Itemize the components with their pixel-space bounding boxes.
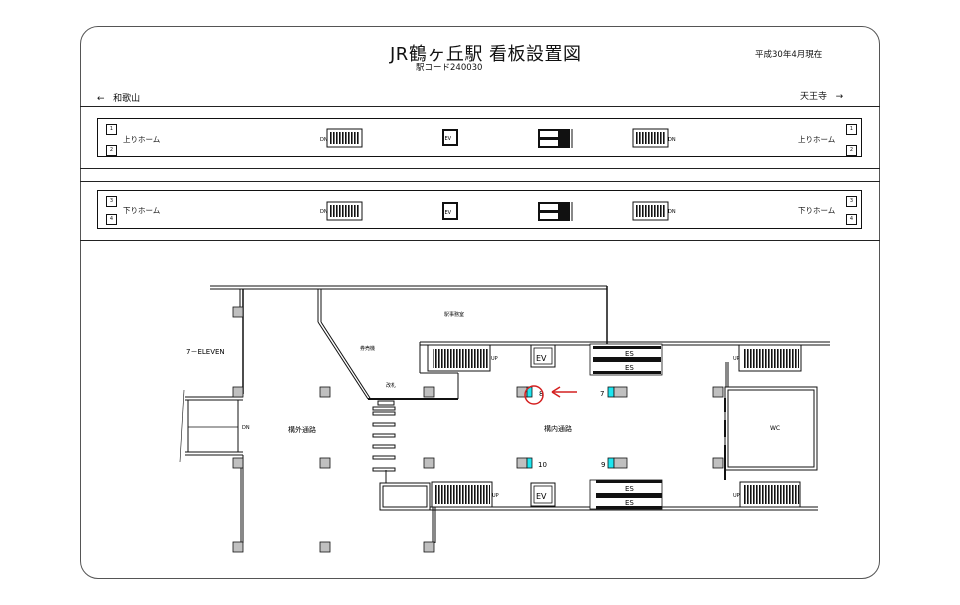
escalator-down-icon: DN bbox=[320, 128, 363, 148]
elevator-icon: EV bbox=[442, 129, 458, 146]
page-title: JR鶴ヶ丘駅 看板設置図 bbox=[390, 44, 582, 65]
track-number: 4 bbox=[846, 214, 857, 225]
divider bbox=[80, 181, 880, 182]
track-number: 2 bbox=[106, 145, 117, 156]
track-number: 3 bbox=[106, 196, 117, 207]
elevator-icon: EV bbox=[530, 482, 556, 507]
restroom-label: WC bbox=[770, 425, 780, 432]
pillar bbox=[319, 457, 331, 469]
up-label: UP bbox=[491, 356, 498, 362]
pillar bbox=[232, 541, 244, 553]
elevator-icon: EV bbox=[530, 344, 556, 368]
dn-label: DN bbox=[668, 137, 676, 143]
track-number: 3 bbox=[846, 196, 857, 207]
es-label: ES bbox=[625, 364, 634, 372]
pillar bbox=[232, 457, 244, 469]
track-number: 4 bbox=[106, 214, 117, 225]
platform-label: 下りホーム bbox=[798, 206, 836, 215]
concourse-walls bbox=[179, 285, 830, 543]
up-label: UP bbox=[492, 493, 499, 499]
sign-number: 8 bbox=[539, 390, 543, 398]
divider bbox=[80, 168, 880, 169]
ev-label: EV bbox=[536, 492, 547, 501]
sign-10[interactable]: 10 bbox=[516, 457, 547, 469]
platform-label: 上りホーム bbox=[123, 135, 161, 144]
escalator-down-icon: DN bbox=[632, 128, 676, 148]
seven-eleven-label: 7－ELEVEN bbox=[186, 348, 225, 356]
pillar bbox=[423, 386, 435, 398]
pillar bbox=[232, 306, 244, 318]
escalator-down-icon: DN bbox=[632, 201, 676, 221]
pillar bbox=[712, 386, 724, 398]
ticket-gate-label: 改札 bbox=[386, 382, 396, 389]
pillar bbox=[319, 386, 331, 398]
platform-up: 1 2 上りホーム 上りホーム 1 2 bbox=[97, 118, 862, 157]
escalator-pair-icon bbox=[538, 129, 573, 148]
highlight-circle bbox=[524, 385, 544, 405]
stairs-up-icon: UP bbox=[431, 481, 499, 508]
direction-right: 天王寺 → bbox=[800, 89, 843, 102]
track-number: 1 bbox=[846, 124, 857, 135]
dn-label: DN bbox=[668, 209, 676, 215]
pillar bbox=[712, 457, 724, 469]
as-of-date: 平成30年4月現在 bbox=[755, 50, 823, 60]
stairs-up-icon: UP bbox=[733, 344, 802, 372]
divider bbox=[80, 106, 880, 107]
drawing-frame bbox=[80, 26, 880, 579]
ticket-machine-label: 券売機 bbox=[360, 345, 375, 352]
divider bbox=[80, 240, 880, 241]
arrow-right-icon: → bbox=[835, 92, 844, 102]
es-label: ES bbox=[625, 499, 634, 507]
es-label: ES bbox=[625, 485, 634, 493]
stairs-up-icon: UP bbox=[427, 344, 498, 372]
sign-number: 9 bbox=[601, 461, 605, 469]
ev-label: EV bbox=[445, 136, 452, 142]
direction-left-label: 和歌山 bbox=[113, 94, 141, 104]
direction-right-label: 天王寺 bbox=[800, 92, 828, 102]
dn-label: DN bbox=[320, 209, 328, 215]
up-label: UP bbox=[733, 493, 740, 499]
pillar bbox=[319, 541, 331, 553]
escalator-pair-icon: ES ES bbox=[589, 479, 663, 510]
escalator-pair-icon bbox=[538, 202, 573, 221]
escalator-pair-icon: ES ES bbox=[589, 343, 663, 376]
escalator-down-icon: DN bbox=[320, 201, 363, 221]
sign-number: 7 bbox=[600, 390, 604, 398]
ev-label: EV bbox=[445, 210, 452, 216]
pillar bbox=[232, 386, 244, 398]
outside-passage-label: 構外通路 bbox=[288, 425, 316, 434]
sign-8[interactable]: 8 bbox=[516, 385, 544, 405]
pillars bbox=[232, 306, 724, 553]
station-code: 駅コード240030 bbox=[416, 63, 483, 73]
sign-7[interactable]: 7 bbox=[600, 386, 628, 398]
platform-label: 下りホーム bbox=[123, 206, 161, 215]
sign-number: 10 bbox=[538, 461, 547, 469]
up-label: UP bbox=[733, 356, 740, 362]
inside-passage-label: 構内通路 bbox=[544, 424, 572, 433]
pillar bbox=[423, 541, 435, 553]
stairs-down-label: DN bbox=[242, 425, 250, 431]
es-label: ES bbox=[625, 350, 634, 358]
platform-down: 3 4 下りホーム 下りホーム 3 4 bbox=[97, 190, 862, 229]
pillar bbox=[423, 457, 435, 469]
direction-left: ← 和歌山 bbox=[97, 91, 140, 104]
elevator-icon: EV bbox=[442, 202, 458, 220]
track-number: 1 bbox=[106, 124, 117, 135]
ev-label: EV bbox=[536, 354, 547, 363]
highlight-arrow-icon bbox=[551, 386, 577, 398]
station-office-label: 駅事務室 bbox=[444, 311, 464, 318]
dn-label: DN bbox=[320, 137, 328, 143]
platform-label: 上りホーム bbox=[798, 135, 836, 144]
stairs-up-icon: UP bbox=[733, 481, 801, 508]
track-number: 2 bbox=[846, 145, 857, 156]
arrow-left-icon: ← bbox=[97, 94, 105, 104]
sign-9[interactable]: 9 bbox=[601, 457, 628, 469]
